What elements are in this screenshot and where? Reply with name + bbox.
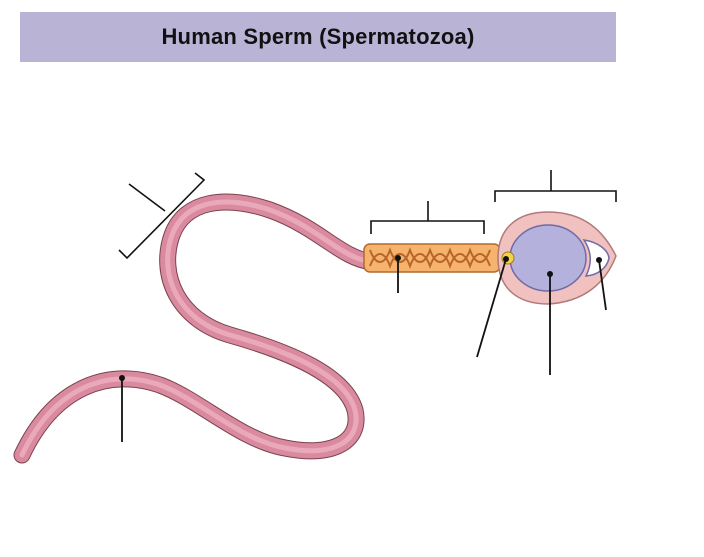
bracket-head (494, 170, 617, 202)
label-pointers (119, 255, 607, 442)
pointer-dot-centriole (503, 256, 509, 262)
nucleus-icon (509, 224, 587, 292)
pointer-dot-tail (119, 375, 125, 381)
title-banner: Human Sperm (Spermatozoa) (20, 12, 616, 62)
pointer-dot-nucleus (547, 271, 553, 277)
mitochondrial-helix (369, 247, 491, 269)
bracket-midpiece (370, 201, 485, 234)
pointer-dot-midpiece (395, 255, 401, 261)
bracket-neck (118, 172, 206, 260)
pointer-acrosome (598, 259, 607, 311)
pointer-dot-acrosome (596, 257, 602, 263)
pointer-centriole (476, 258, 507, 358)
label-brackets (118, 170, 617, 260)
diagram-title: Human Sperm (Spermatozoa) (161, 24, 475, 49)
tail-core (19, 199, 375, 458)
midpiece (363, 243, 501, 273)
